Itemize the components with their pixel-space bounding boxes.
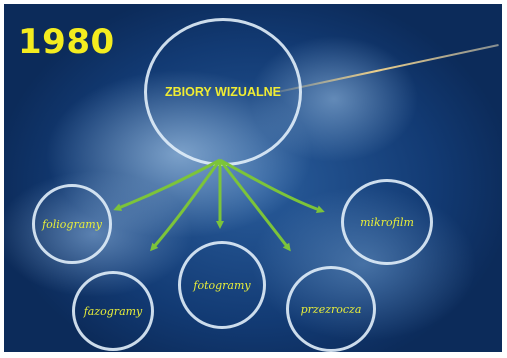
node-label: przezrocza	[300, 302, 362, 316]
node-fazogramy: fazogramy	[72, 271, 154, 351]
node-label: fazogramy	[83, 304, 143, 318]
arrow-to-przezrocza	[218, 159, 291, 252]
node-label: mikrofilm	[360, 215, 414, 229]
center-node-label: ZBIORY WIZUALNE	[165, 85, 281, 99]
arrow-to-fazogramy	[150, 159, 222, 252]
slide: 1980 ZBIORY WIZUALNE foliogramy fazogram…	[4, 4, 502, 352]
node-mikrofilm: mikrofilm	[341, 179, 433, 265]
year-title: 1980	[18, 22, 115, 62]
arrow-to-mikrofilm	[219, 158, 325, 214]
node-fotogramy: fotogramy	[178, 241, 266, 329]
arrow-to-foliogramy	[113, 158, 221, 211]
node-label: foliogramy	[42, 217, 102, 231]
node-label: fotogramy	[193, 278, 251, 292]
node-przezrocza: przezrocza	[286, 266, 376, 352]
node-foliogramy: foliogramy	[32, 184, 112, 264]
arrows	[113, 158, 325, 252]
